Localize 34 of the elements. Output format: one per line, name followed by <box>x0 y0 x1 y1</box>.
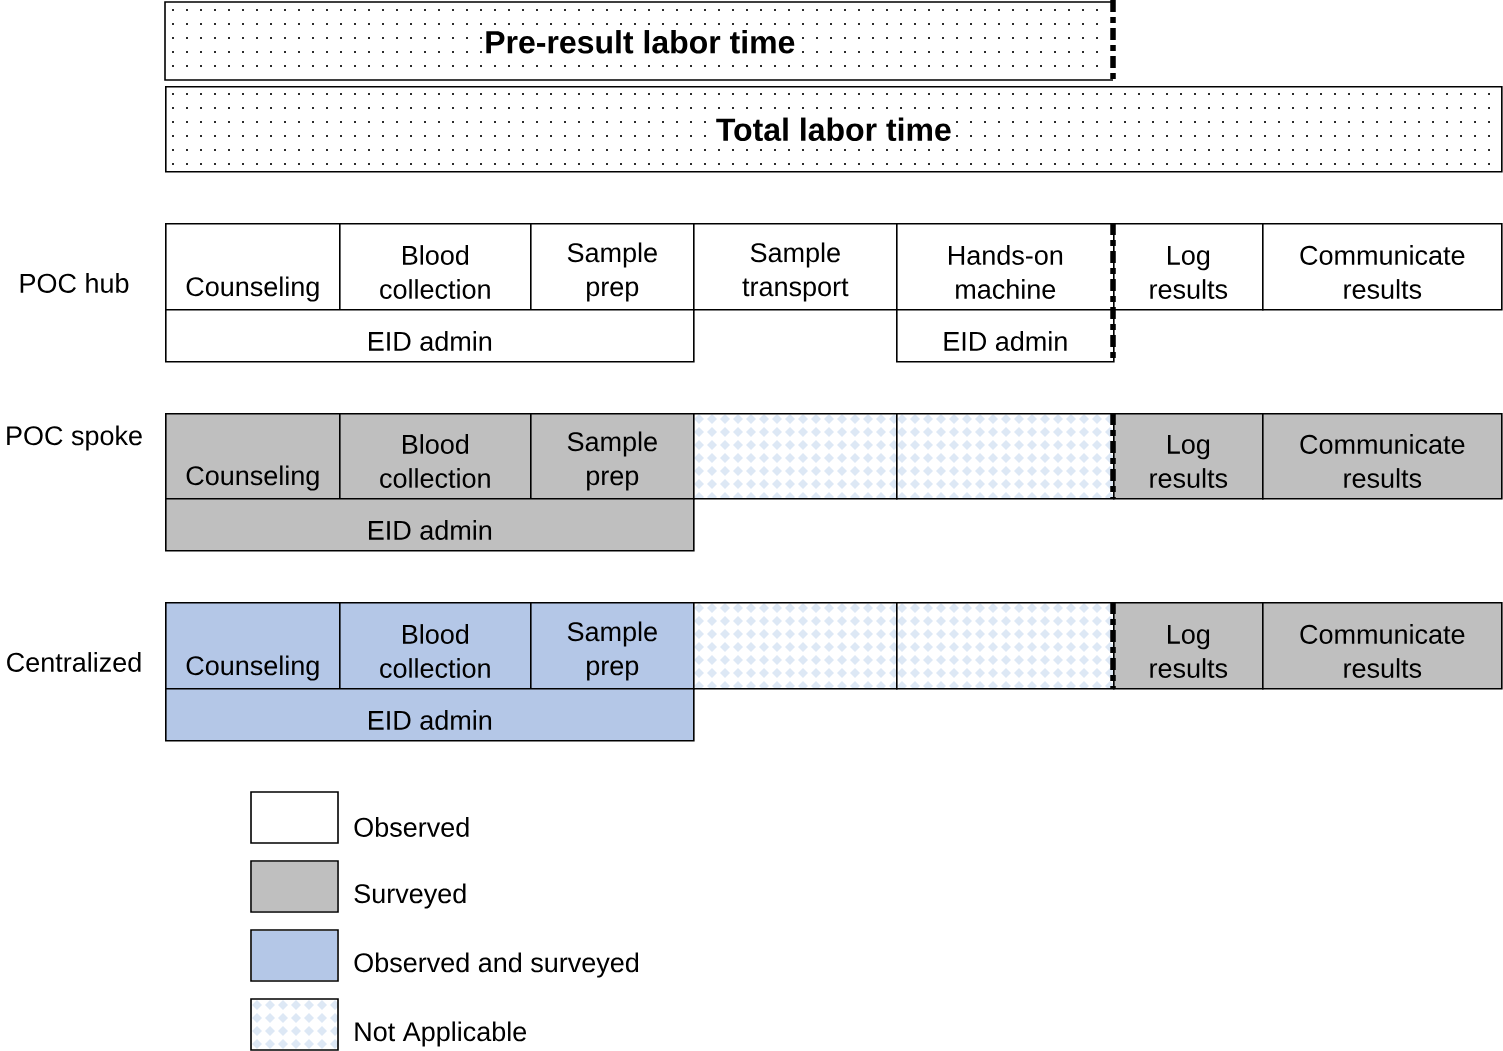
activity-cell: Blood collection <box>339 602 532 690</box>
activity-cell: EID admin <box>896 309 1115 363</box>
row-label: Centralized <box>7 652 141 672</box>
activity-cell: Counseling <box>165 413 341 500</box>
activity-cell: Log results <box>1113 223 1264 311</box>
time-bar: Total labor time <box>165 86 1503 173</box>
activity-cell: Sample prep <box>530 413 695 500</box>
legend-label: Surveyed <box>354 883 466 909</box>
activity-cell: Sample prep <box>530 223 695 311</box>
activity-cell: EID admin <box>165 309 695 363</box>
legend-label: Observed and surveyed <box>354 952 639 978</box>
activity-cell: Log results <box>1113 602 1264 690</box>
activity-cell: Hands-on machine <box>896 223 1115 311</box>
row-label: POC hub <box>20 273 129 293</box>
activity-cell: Communicate results <box>1262 223 1503 311</box>
activity-cell: EID admin <box>165 688 695 742</box>
activity-cell: Sample transport <box>693 223 898 311</box>
activity-cell: Log results <box>1113 413 1264 500</box>
time-bar: Pre-result labor time <box>164 1 1114 81</box>
activity-cell: Blood collection <box>339 413 532 500</box>
activity-cell: Counseling <box>165 602 341 690</box>
activity-cell: Sample prep <box>530 602 695 690</box>
activity-cell: Communicate results <box>1262 602 1503 690</box>
not-applicable-cell <box>896 413 1115 500</box>
activity-cell: Communicate results <box>1262 413 1503 500</box>
not-applicable-cell <box>896 602 1115 690</box>
row-label: POC spoke <box>7 425 142 451</box>
legend-label: Not Applicable <box>355 1021 527 1047</box>
activity-cell: Blood collection <box>339 223 532 311</box>
not-applicable-cell <box>693 602 898 690</box>
not-applicable-cell <box>693 413 898 500</box>
activity-cell: Counseling <box>165 223 341 311</box>
activity-cell: EID admin <box>165 498 695 552</box>
legend-label: Observed <box>354 817 469 837</box>
